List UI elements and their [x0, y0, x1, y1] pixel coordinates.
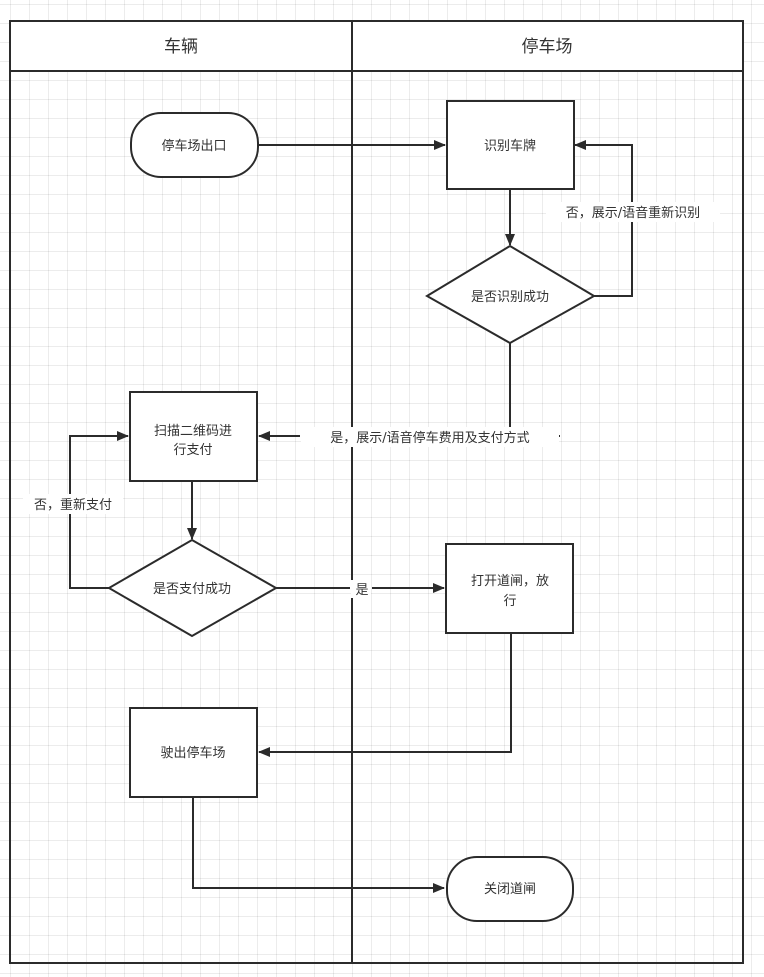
lane-header-parking[interactable] — [353, 22, 742, 70]
node-start-terminal[interactable] — [130, 112, 259, 178]
label-recognize-decision: 是否识别成功 — [471, 290, 549, 305]
label-scan-pay-line1: 扫描二维码进 — [154, 424, 232, 439]
label-open-gate-line2: 行 — [503, 594, 516, 609]
label-drive-out: 驶出停车场 — [160, 745, 225, 761]
edge-label-pay-retry: 否，重新支付 — [34, 497, 112, 513]
label-recognize-plate: 识别车牌 — [484, 138, 536, 154]
node-pay-decision[interactable] — [107, 538, 279, 638]
label-open-gate-line1: 打开道闸，放 — [471, 574, 549, 589]
edge-label-recognize-yes: 是，展示/语音停车费用及支付方式 — [330, 430, 529, 446]
edge-label-bg — [351, 580, 371, 598]
edge-label-bg — [546, 202, 720, 222]
label-close-gate: 关闭道闸 — [484, 882, 536, 897]
edge-label-pay-yes: 是 — [355, 583, 368, 598]
edge-label-recognize-retry: 否，展示/语音重新识别 — [566, 205, 700, 221]
lane-header-vehicle[interactable] — [11, 22, 351, 70]
label-scan-pay-line2: 行支付 — [173, 443, 212, 458]
node-recognize-decision[interactable] — [425, 244, 597, 345]
label-start: 停车场出口 — [161, 138, 226, 154]
label-pay-decision: 是否支付成功 — [153, 582, 231, 597]
edge-label-bg — [301, 427, 559, 447]
swimlane-pool: 车辆 停车场 — [9, 20, 744, 964]
node-recognize-plate[interactable] — [446, 100, 575, 190]
node-scan-pay[interactable] — [129, 391, 258, 482]
lane-title-parking: 停车场 — [522, 37, 573, 57]
pool-border — [9, 20, 744, 964]
edge-recognize-yes-segment[interactable] — [509, 343, 560, 437]
edge-label-bg — [23, 494, 123, 514]
edge-gate-to-drive-out[interactable] — [258, 633, 512, 757]
edge-drive-out-to-close[interactable] — [192, 797, 445, 893]
node-close-gate-terminal[interactable] — [446, 856, 574, 922]
node-drive-out[interactable] — [129, 707, 258, 798]
lane-title-vehicle: 车辆 — [164, 37, 198, 57]
node-open-gate[interactable] — [445, 543, 574, 634]
